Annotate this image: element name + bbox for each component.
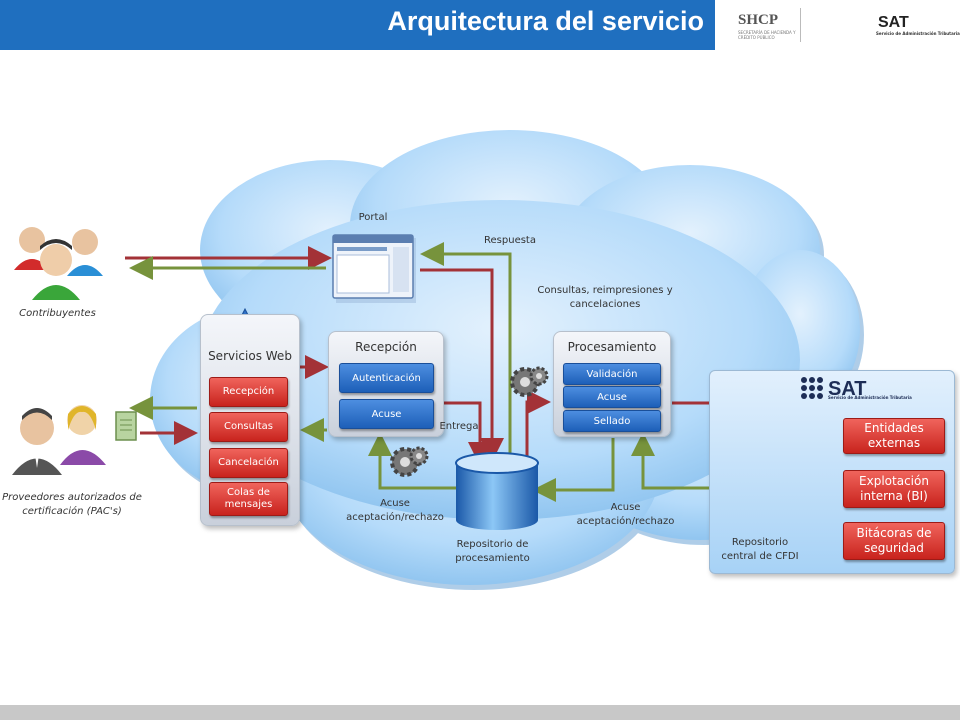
arrow-acuse-right	[532, 438, 615, 502]
sat-header-subtitle: Servicio de Administración Tributaria	[876, 31, 960, 36]
respuesta-label: Respuesta	[484, 235, 536, 246]
gear-icon	[510, 366, 549, 397]
autenticacion-button[interactable]: Autenticación	[339, 363, 434, 393]
sw-colas-button[interactable]: Colas de mensajes	[209, 482, 288, 516]
proveedores-label: Proveedores autorizados de certificación…	[2, 492, 142, 517]
repositorio-procesamiento-label: Repositorio de procesamiento	[455, 539, 530, 564]
portal-label: Portal	[358, 212, 388, 223]
arrow-central-to-proc	[631, 432, 722, 490]
sat-header-logo: SAT	[878, 14, 909, 31]
database-icon	[455, 452, 539, 530]
acuse-left-label: Acuse aceptación/rechazo	[346, 498, 444, 523]
bitacoras-seguridad-button[interactable]: Bitácoras de seguridad	[843, 522, 945, 560]
gear-icon	[390, 446, 429, 477]
explotacion-interna-button[interactable]: Explotación interna (BI)	[843, 470, 945, 508]
arrow-consultas-portal	[420, 268, 504, 462]
sw-cancelacion-button[interactable]: Cancelación	[209, 448, 288, 478]
sat-panel-logo-icon	[801, 377, 823, 399]
entrega-label: Entrega	[439, 421, 479, 432]
arrow-acuse-left	[368, 432, 456, 490]
people-icon	[14, 227, 103, 300]
contribuyentes-label: Contribuyentes	[19, 308, 96, 319]
header-bar	[0, 0, 715, 50]
people-icon	[12, 405, 106, 475]
sw-recepcion-button[interactable]: Recepción	[209, 377, 288, 407]
consultas-label: Consultas, reimpresiones y cancelaciones	[537, 285, 673, 310]
logo-divider	[800, 8, 801, 42]
portal-window-icon	[332, 234, 416, 303]
recepcion-acuse-button[interactable]: Acuse	[339, 399, 434, 429]
repositorio-central-label: Repositorio central de CFDI	[721, 537, 799, 562]
document-icon	[115, 411, 137, 441]
arrow-entrega	[443, 401, 492, 466]
entidades-externas-button[interactable]: Entidades externas	[843, 418, 945, 454]
sw-consultas-button[interactable]: Consultas	[209, 412, 288, 442]
arrow-repo-to-procesamiento	[525, 390, 551, 456]
shcp-subtitle: SECRETARÍA DE HACIENDA Y CRÉDITO PÚBLICO	[738, 30, 796, 40]
sat-panel-logo: SAT	[828, 378, 867, 400]
sellado-button[interactable]: Sellado	[563, 410, 661, 432]
arrow-respuesta	[420, 242, 512, 456]
page-title: Arquitectura del servicio	[387, 6, 704, 36]
sat-panel-subtitle: Servicio de Administración Tributaria	[828, 395, 912, 400]
procesamiento-acuse-button[interactable]: Acuse	[563, 386, 661, 408]
recepcion-title: Recepción	[355, 340, 417, 354]
acuse-right-label: Acuse aceptación/rechazo	[576, 502, 675, 527]
servicios-web-title: Servicios Web	[208, 349, 292, 363]
footer-bar	[0, 705, 960, 720]
shcp-logo: SHCP	[738, 12, 779, 28]
logo-strip	[715, 0, 960, 50]
validacion-button[interactable]: Validación	[563, 363, 661, 385]
procesamiento-title: Procesamiento	[567, 340, 657, 354]
